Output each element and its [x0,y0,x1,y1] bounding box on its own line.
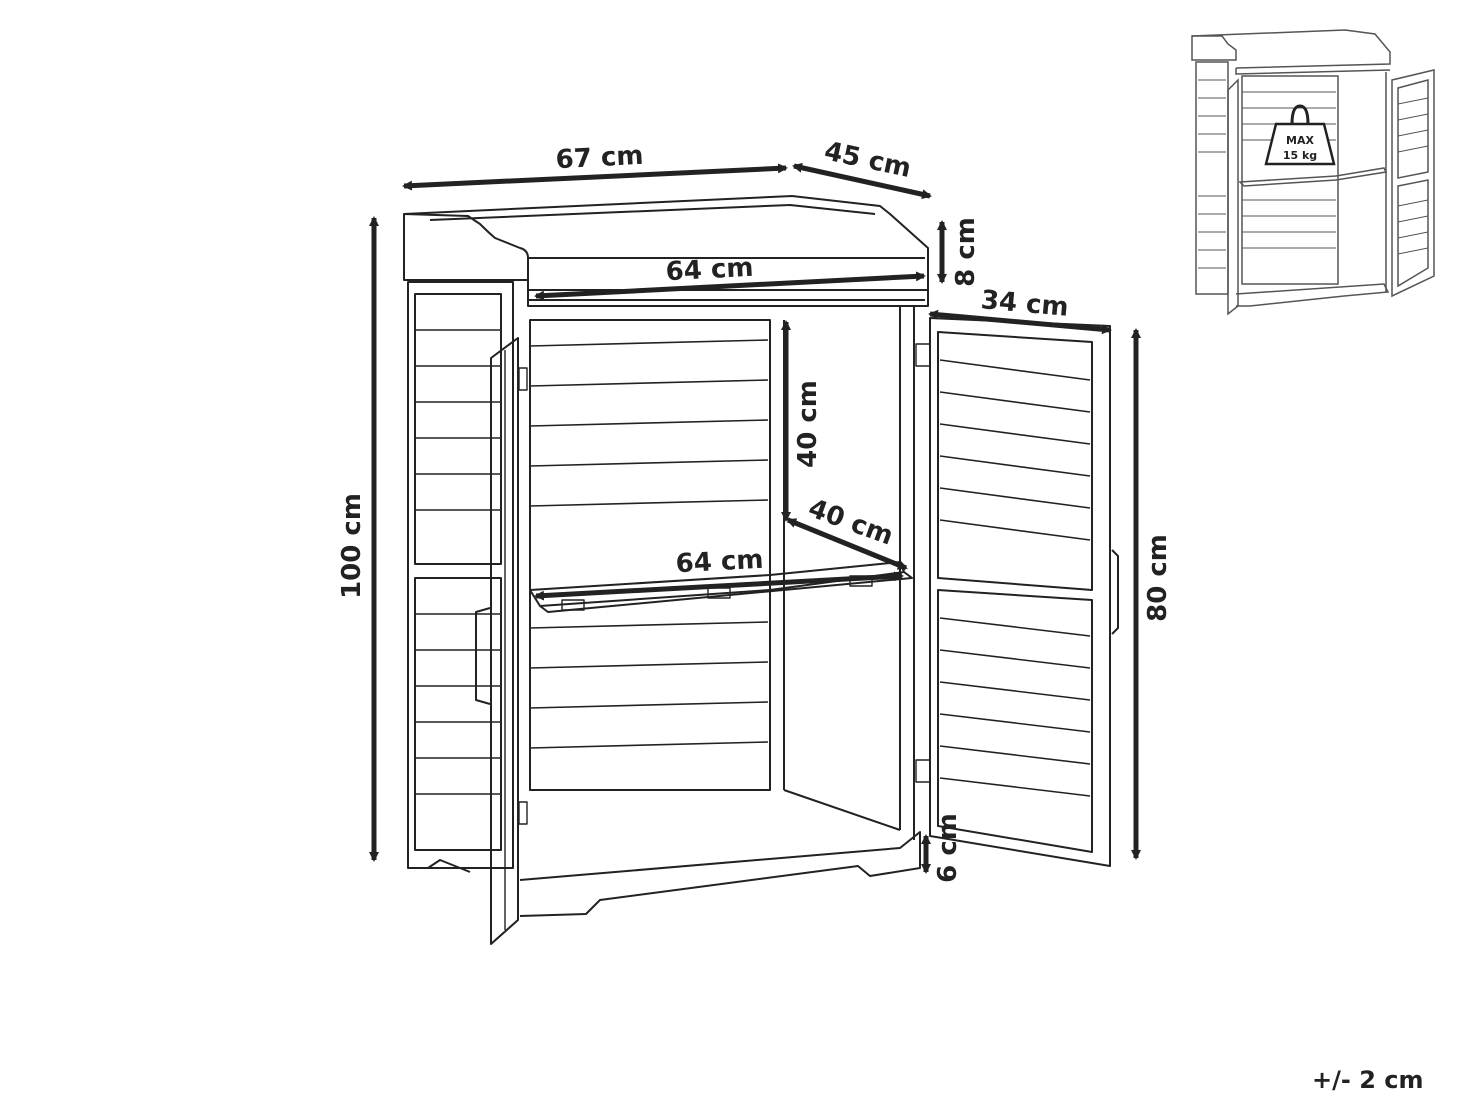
arrow-top-depth [792,162,932,200]
label-inner-width: 64 cm [665,253,754,288]
label-shelf-width: 64 cm [675,545,764,580]
top-tray [403,213,529,281]
label-tray-height: 8 cm [951,217,981,287]
left-side-panel [407,281,514,869]
left-handle [475,607,491,705]
arrow-top-width [402,163,788,191]
right-handle [1111,549,1119,635]
arrow-door-width [928,309,1112,335]
arrow-shelf-width [534,571,904,601]
arrow-shelf-depth [786,517,908,571]
weight-icon: MAX 15 kg [1264,104,1336,166]
left-door [490,337,519,945]
label-compartment-height: 40 cm [793,380,823,468]
weight-value-label: 15 kg [1283,149,1317,162]
thumbnail-drawing [1191,29,1435,316]
arrow-inner-width [534,271,926,301]
dimension-arrows [369,162,1141,874]
left-side-slats [415,329,501,795]
label-total-height: 100 cm [337,493,367,599]
label-base-height: 6 cm [933,813,963,883]
interior-back-slats [529,339,769,749]
cabinet-base [519,831,921,917]
right-door-slats [939,359,1091,797]
weight-max-label: MAX [1286,134,1314,147]
label-top-width: 67 cm [555,141,644,176]
label-body-height: 80 cm [1143,534,1173,622]
tolerance-note: +/- 2 cm [1312,1066,1424,1094]
